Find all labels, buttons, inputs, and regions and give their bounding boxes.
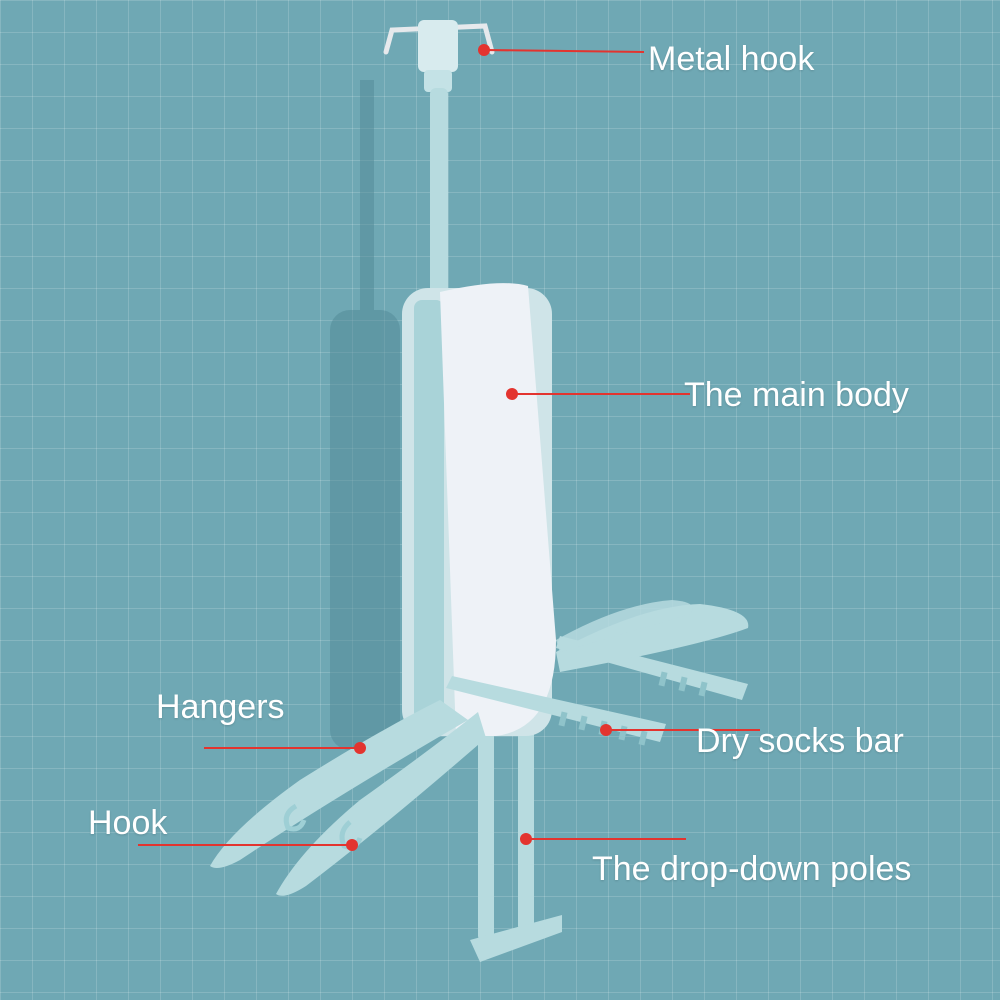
drop-down-poles	[470, 720, 562, 962]
hook-dot	[346, 839, 358, 851]
hook-label: Hook	[88, 804, 168, 842]
callout-dots	[346, 44, 612, 851]
drop-down-poles-label: The drop-down poles	[592, 850, 912, 888]
right-hangers	[556, 600, 749, 672]
main-body-dot	[506, 388, 518, 400]
hangers-label: Hangers	[156, 688, 285, 726]
metal-hook-label: Metal hook	[648, 40, 815, 78]
dry-socks-bar-dot	[600, 724, 612, 736]
main-body-label: The main body	[684, 376, 909, 414]
hangers-dot	[354, 742, 366, 754]
main-body	[402, 283, 556, 736]
hanging-rod	[430, 88, 448, 308]
hangers	[210, 700, 486, 896]
metal-hook	[383, 20, 495, 92]
product-shadow	[330, 80, 400, 750]
drop-down-poles-dot	[520, 833, 532, 845]
metal-hook-dot	[478, 44, 490, 56]
callout-lines	[138, 49, 760, 846]
dry-socks-bar-label: Dry socks bar	[696, 722, 904, 760]
